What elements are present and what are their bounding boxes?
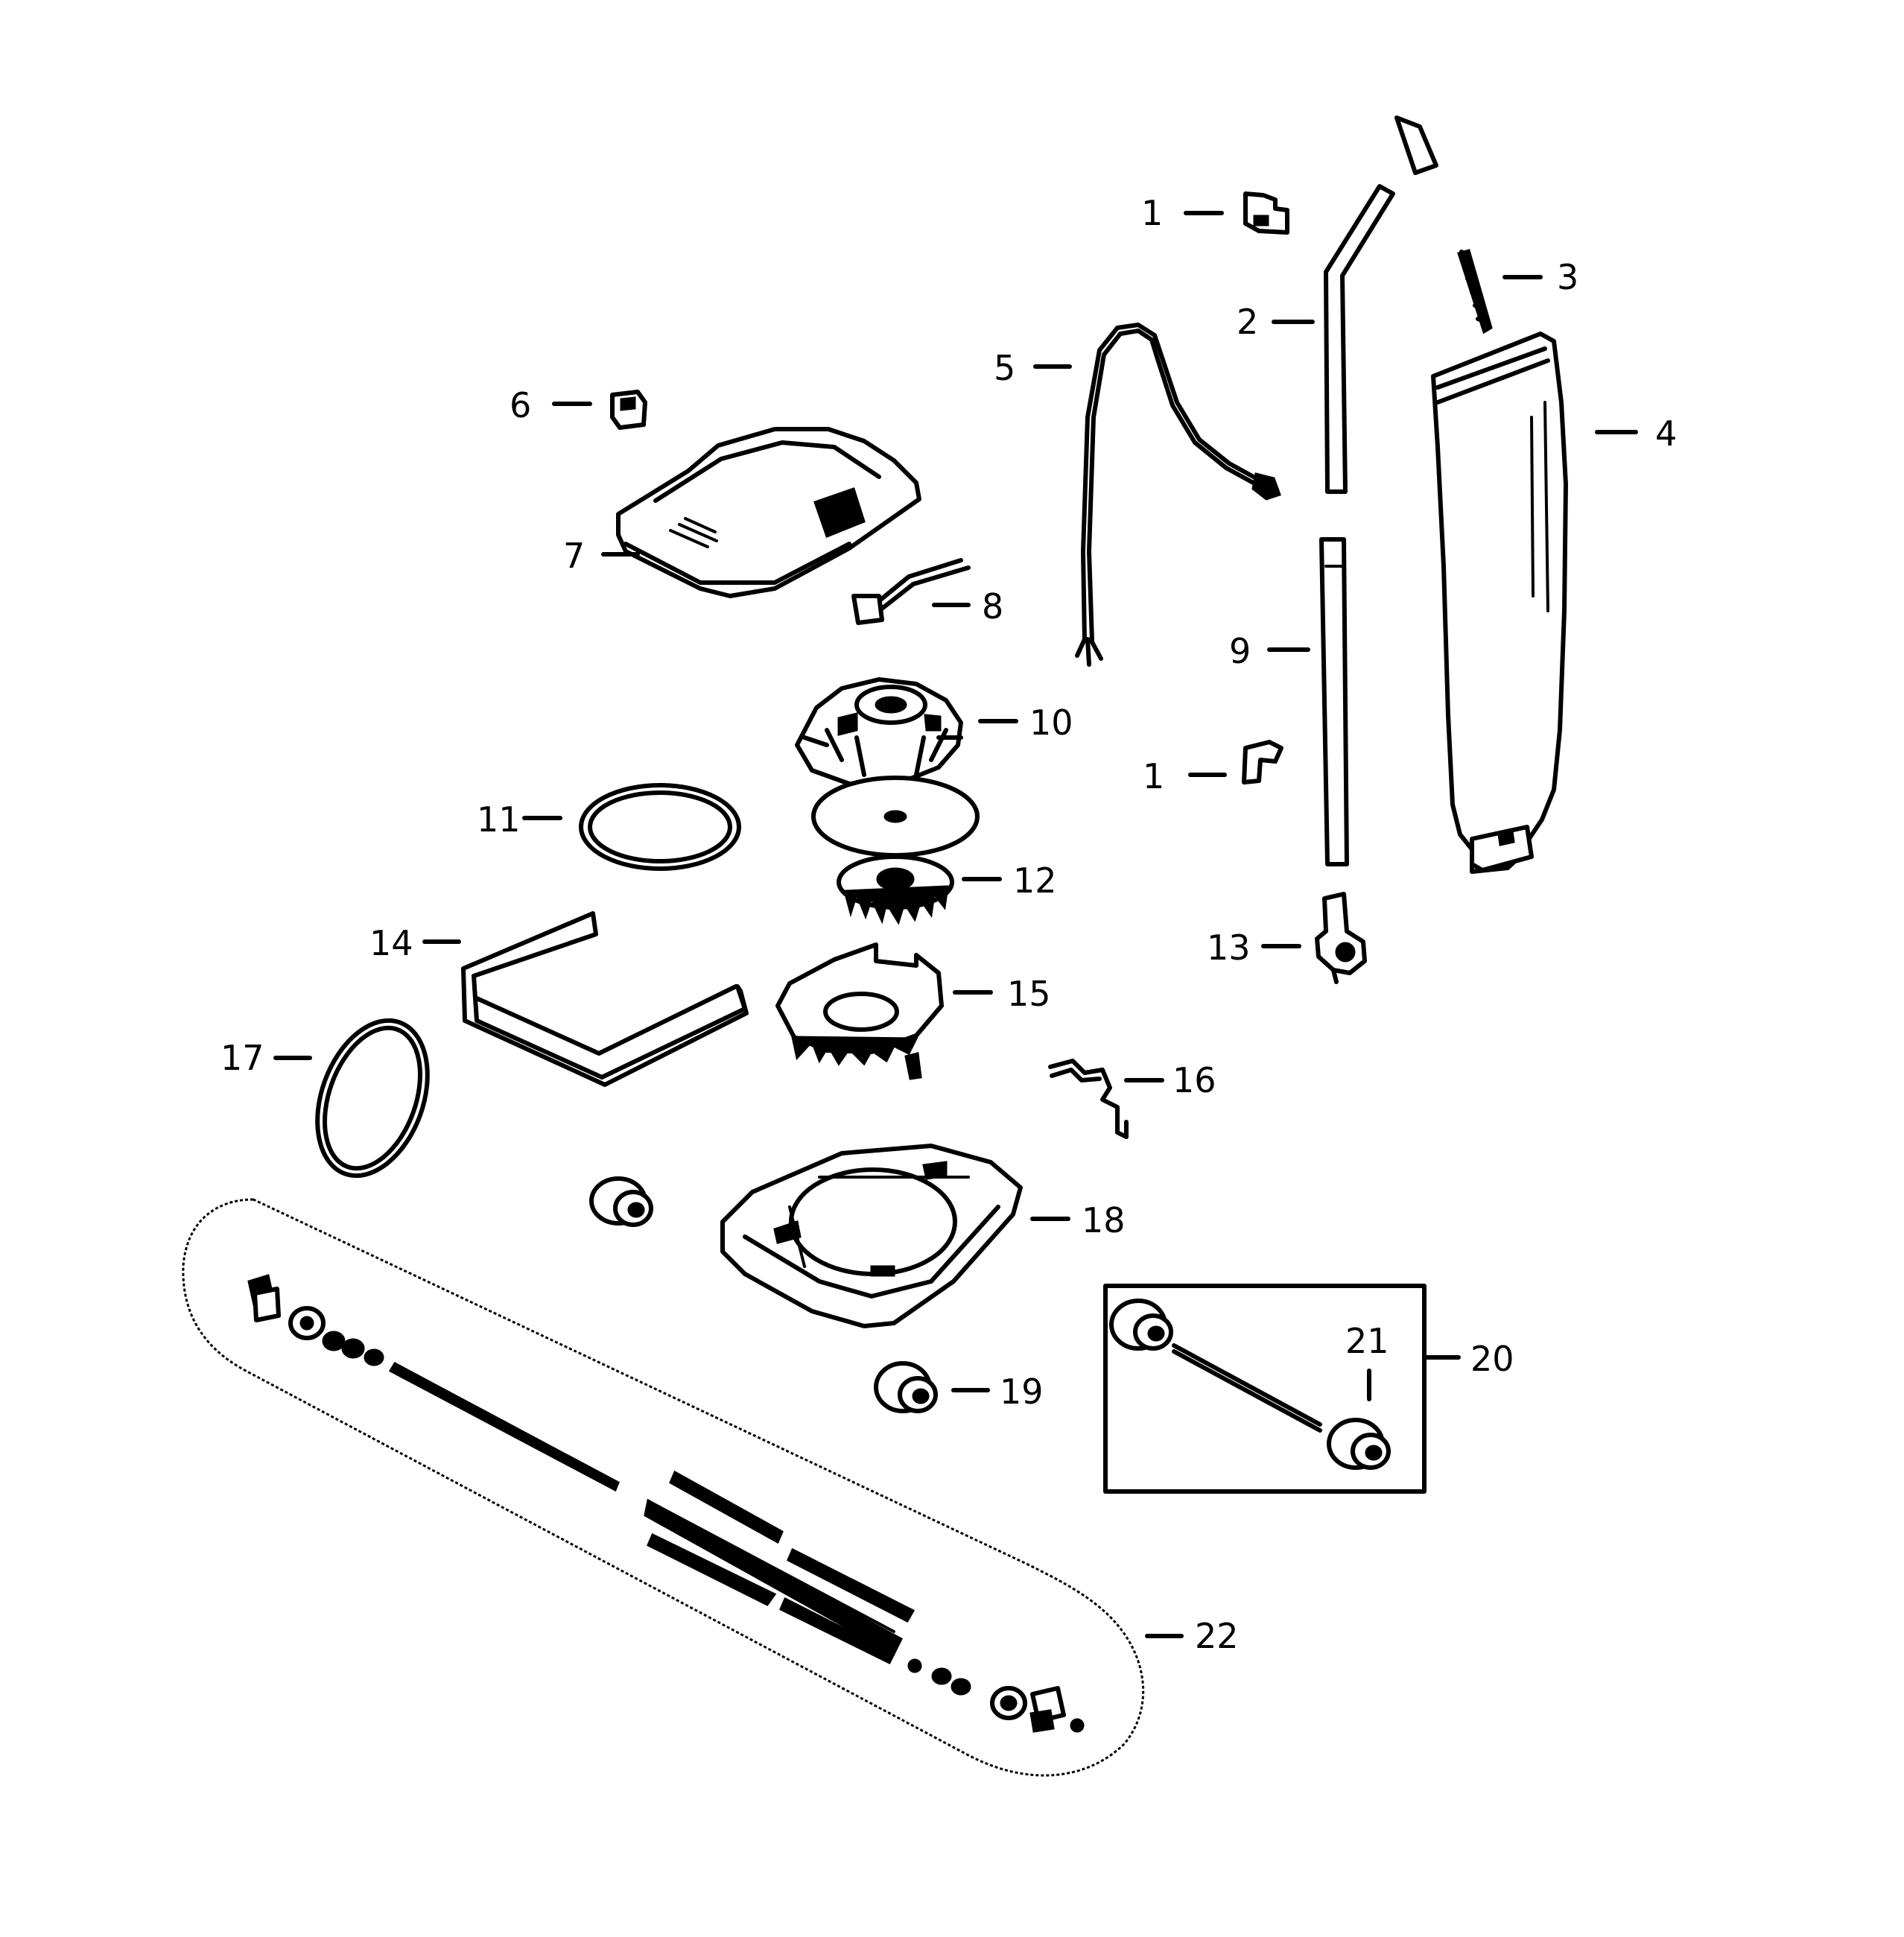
callout-11: 11: [477, 799, 521, 840]
callout-20: 20: [1470, 1339, 1514, 1379]
callout-21: 21: [1345, 1321, 1389, 1361]
callout-13: 13: [1207, 928, 1251, 968]
part-13-handle-bracket: [1315, 892, 1367, 984]
part-12-fan: [811, 776, 980, 925]
callout-2: 2: [1237, 302, 1258, 342]
part-15-fan-housing: [775, 942, 944, 1080]
part-5-power-cord: [1075, 323, 1281, 667]
callout-17: 17: [220, 1038, 264, 1078]
callout-9: 9: [1229, 631, 1251, 671]
callout-15: 15: [1007, 974, 1051, 1014]
callout-1b: 1: [1143, 756, 1164, 796]
callout-10: 10: [1029, 703, 1073, 743]
part-4-outer-bag: [1431, 332, 1568, 874]
part-20-axle-kit: [1103, 1284, 1427, 1494]
callout-19: 19: [1000, 1372, 1044, 1412]
part-16-spring-bracket: [1048, 1059, 1129, 1139]
callout-22: 22: [1195, 1616, 1239, 1656]
part-18-base-plate: [720, 1144, 1023, 1328]
part-3-bag-spring: [1457, 249, 1493, 335]
callout-8: 8: [982, 586, 1003, 627]
part-1-clip-upper: [1243, 191, 1289, 235]
part-11-gasket: [579, 783, 741, 871]
part-1-clip-lower: [1242, 740, 1283, 784]
wheel-loose: [589, 1176, 653, 1227]
part-22-brushroll-kit: [182, 1198, 1145, 1777]
callout-1a: 1: [1141, 193, 1163, 233]
callout-3: 3: [1557, 257, 1578, 297]
part-10-motor: [795, 677, 963, 786]
part-6-switch: [610, 390, 647, 430]
part-2-upper-handle: [1324, 115, 1438, 494]
callout-16: 16: [1172, 1060, 1216, 1100]
callout-14: 14: [369, 923, 413, 963]
callout-12: 12: [1013, 860, 1057, 901]
callout-5: 5: [994, 348, 1015, 388]
callout-7: 7: [563, 536, 585, 576]
callout-4: 4: [1655, 413, 1677, 454]
part-14-bumper: [461, 911, 749, 1087]
part-7-hood: [616, 427, 921, 598]
part-8-wire: [851, 558, 971, 625]
callout-18: 18: [1082, 1200, 1126, 1240]
callout-6: 6: [510, 385, 531, 425]
part-17-belt: [315, 1018, 430, 1179]
part-9-lower-handle: [1319, 537, 1349, 866]
part-19-wheel: [874, 1361, 938, 1413]
